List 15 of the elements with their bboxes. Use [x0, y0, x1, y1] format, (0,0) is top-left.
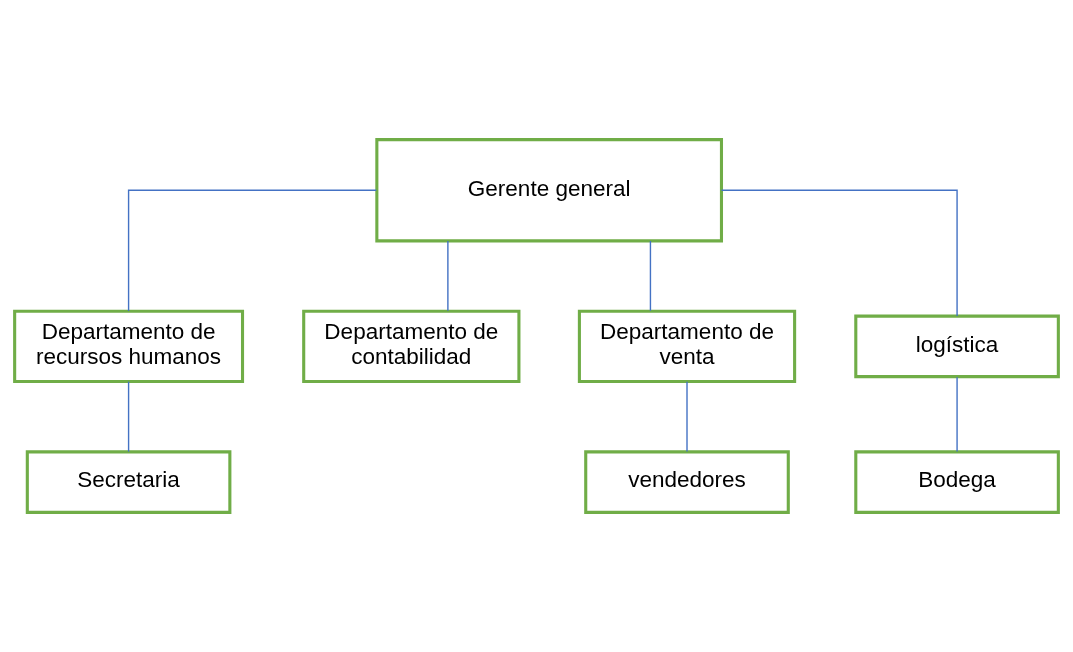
connector [127, 189, 377, 312]
node-box: Gerente general [375, 138, 723, 243]
connector [127, 381, 130, 453]
node-box: Departamento de venta [577, 309, 797, 384]
connector [447, 240, 449, 312]
node-box: logística [854, 314, 1060, 379]
connector [956, 376, 958, 453]
node-box: vendedores [584, 450, 790, 514]
node-box: Departamento de recursos humanos [13, 309, 245, 384]
connector [649, 240, 652, 312]
node-box: Departamento de contabilidad [302, 309, 521, 384]
connector [686, 381, 688, 453]
connector [720, 189, 958, 317]
node-box: Bodega [854, 450, 1060, 514]
node-box: Secretaria [25, 450, 232, 514]
